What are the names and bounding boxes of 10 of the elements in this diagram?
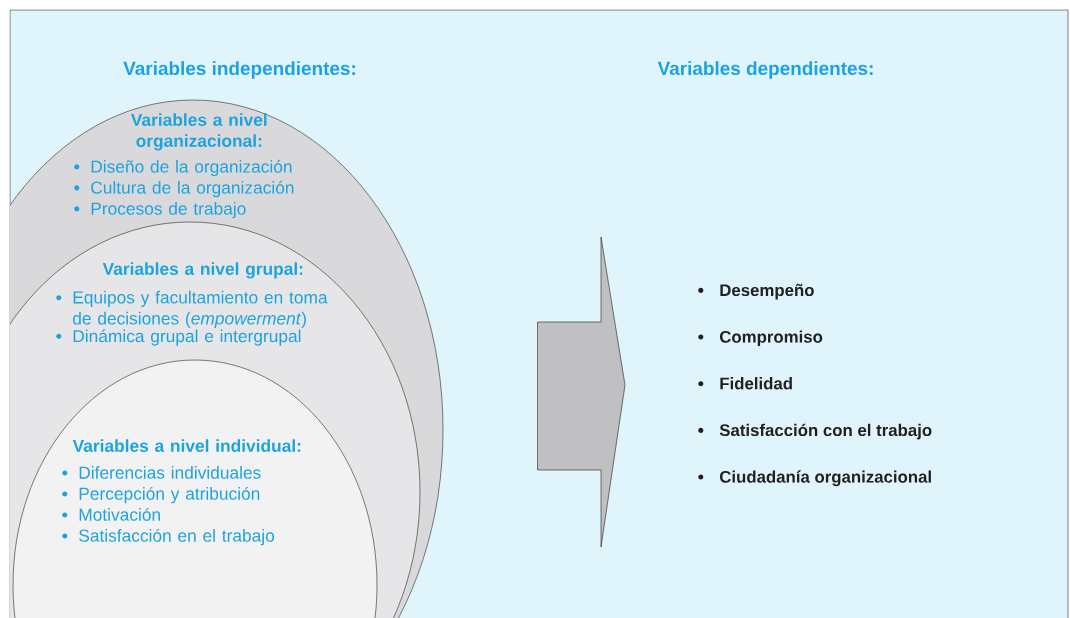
block-arrow xyxy=(537,236,626,548)
bullet-list: Desempeño Compromiso Fidelidad Satisfacción con el trabajo Ciudadanía organizacional xyxy=(698,283,932,487)
node-label: Ciudadanía organizacional xyxy=(719,470,931,487)
node-label: Satisfacción con el trabajo xyxy=(719,423,932,440)
node-label: Fidelidad xyxy=(720,377,792,390)
heading: Variables independientes: xyxy=(123,61,355,79)
node-label: Desempeño xyxy=(720,283,814,300)
ellipse-region: Variables a nivel individual: Diferencias individuales Percepción y atribución Motivación Satisfacción en el trabajo xyxy=(12,359,378,618)
node-label: Compromiso xyxy=(719,330,823,347)
heading: Variables dependientes: xyxy=(657,61,873,79)
